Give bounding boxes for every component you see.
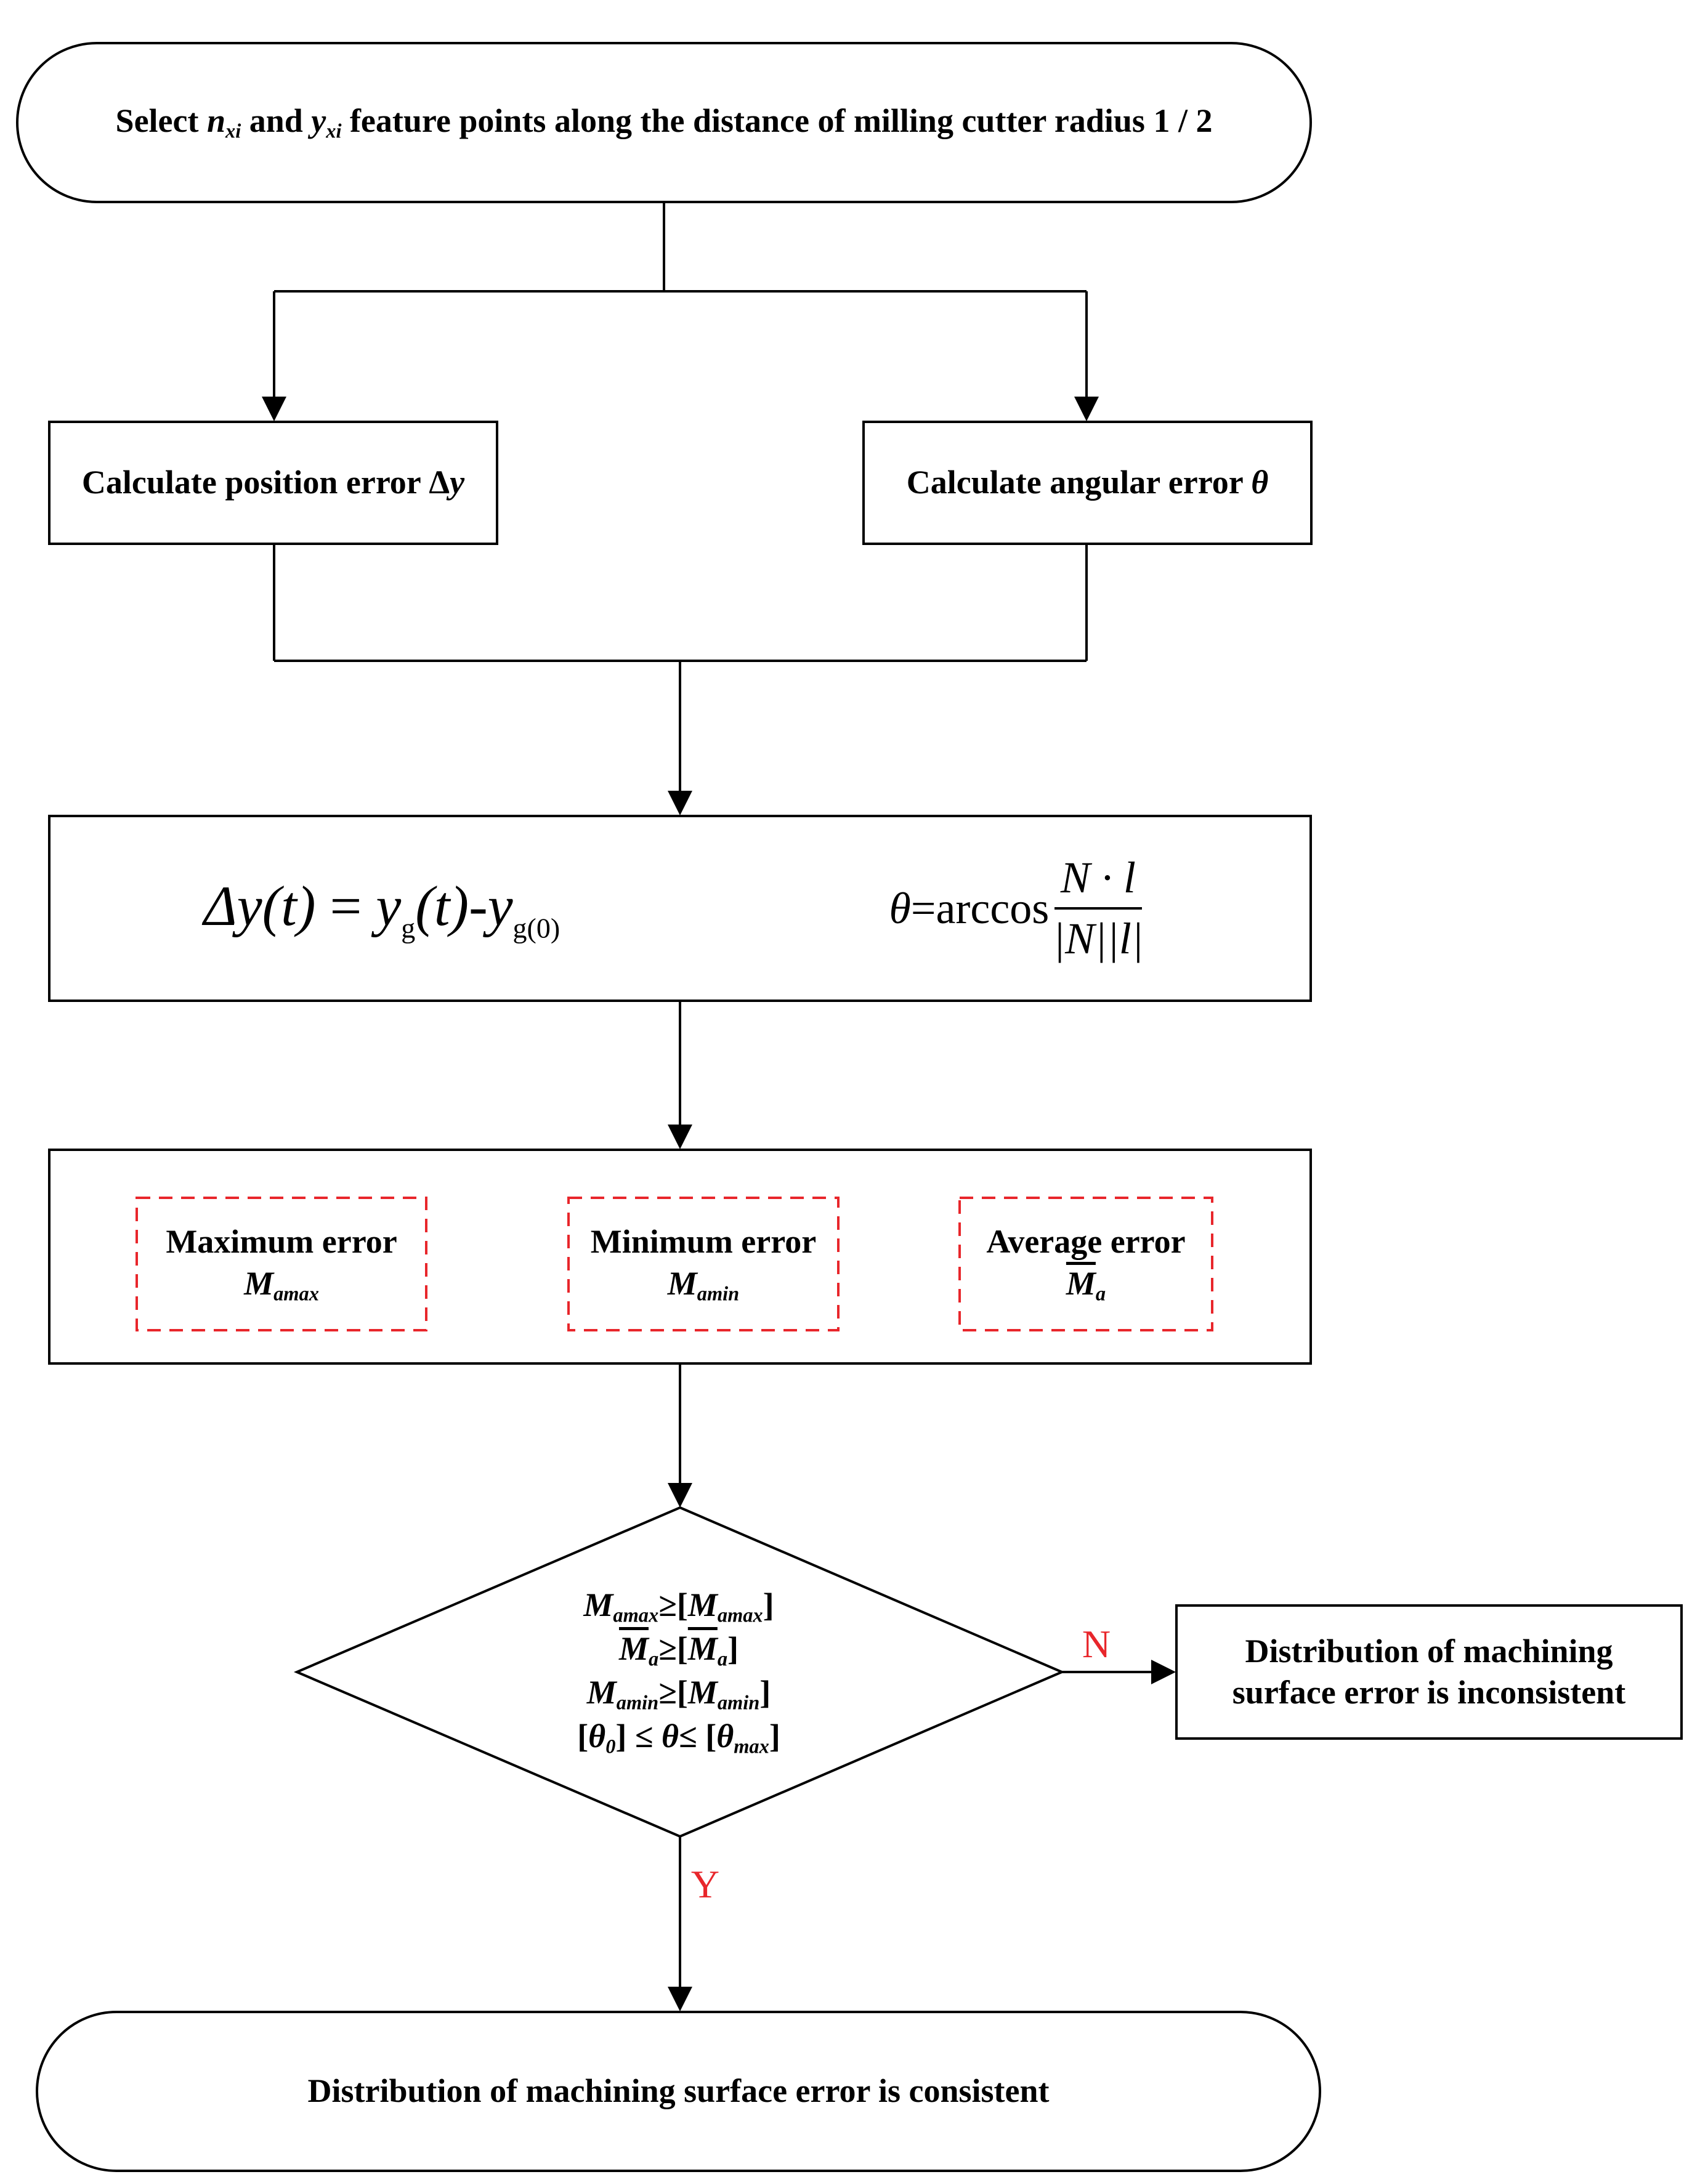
min-error-dashed-box	[567, 1197, 840, 1331]
max-error-title: Maximum error	[166, 1223, 397, 1261]
angular-error-var: θ	[1251, 464, 1269, 501]
cond3-a: M	[586, 1674, 617, 1711]
start-text-mid: and	[241, 102, 312, 140]
end-terminal-shape	[36, 2011, 1321, 2172]
avg-error-title: Average error	[986, 1223, 1186, 1261]
angular-error-formula: θ=arccos N · l |N||l|	[801, 816, 1232, 1001]
max-error-dashed-box	[136, 1197, 427, 1331]
inconsistent-box-shape	[1175, 1604, 1683, 1740]
cond4-b: θ	[716, 1718, 734, 1755]
start-var-y-sub: xi	[326, 121, 342, 143]
cond1-a-sub: amax	[613, 1604, 659, 1627]
formula-minus: -	[469, 874, 488, 937]
no-branch-label: N	[1082, 1622, 1111, 1666]
formula-fraction: N · l |N||l|	[1053, 852, 1143, 964]
formula-delta-y: Δy	[203, 874, 262, 937]
cond3-b: M	[687, 1674, 718, 1711]
formula-equals: =	[315, 874, 376, 937]
avg-error-symbol: M	[1066, 1264, 1096, 1302]
formula-y-g: y	[376, 874, 402, 937]
cond4-mid: θ	[662, 1718, 679, 1755]
position-error-var: y	[450, 464, 465, 501]
position-error-formula: Δy(t) = yg(t)-yg(0)	[111, 816, 653, 1001]
min-error-box: Minimum error Mamin	[569, 1198, 838, 1330]
end-terminal-text: Distribution of machining surface error …	[307, 2072, 1050, 2110]
formula-y-g0: y	[487, 874, 513, 937]
cond4-open: [	[577, 1718, 589, 1755]
min-error-symbol: M	[667, 1264, 697, 1302]
yes-branch-label: Y	[690, 1862, 720, 1906]
start-var-n-sub: xi	[225, 121, 241, 143]
inconsistent-result-box: Distribution of machining surface error …	[1176, 1605, 1682, 1739]
max-error-symbol: M	[244, 1264, 274, 1302]
cond1-a: M	[583, 1586, 613, 1623]
cond1-b-sub: amax	[717, 1604, 763, 1627]
cond2-b-sub: a	[717, 1648, 728, 1671]
min-error-title: Minimum error	[590, 1223, 817, 1261]
formula-arccos: =arccos	[910, 883, 1050, 933]
decision-line-1: Mamax≥[Mamax]	[583, 1585, 774, 1628]
formula-theta: θ	[889, 883, 911, 933]
position-error-label: Calculate position error Δ	[81, 464, 450, 501]
formula-y-g-sub: g	[401, 912, 416, 944]
formula-denominator: |N||l|	[1053, 914, 1144, 963]
min-error-sub: amin	[697, 1283, 740, 1306]
cond1-close: ]	[763, 1586, 774, 1623]
decision-line-2: Ma≥[Ma]	[619, 1628, 739, 1672]
cond2-a-sub: a	[648, 1648, 659, 1671]
formula-y-g0-sub: g(0)	[512, 912, 561, 944]
end-terminal: Distribution of machining surface error …	[37, 2012, 1320, 2171]
cond4-a-sub: 0	[605, 1735, 616, 1758]
position-error-box: Calculate position error Δy	[49, 422, 497, 544]
start-var-y: y	[311, 102, 326, 140]
cond4-op2: ≤ [	[679, 1718, 717, 1755]
cond1-b: M	[687, 1586, 718, 1623]
formula-y-g-arg: (t)	[415, 874, 469, 937]
start-var-n: n	[206, 102, 225, 140]
avg-error-sub: a	[1095, 1283, 1106, 1306]
start-text-suffix: feature points along the distance of mil…	[341, 102, 1213, 140]
max-error-sub: amax	[273, 1283, 319, 1306]
cond2-a: M	[618, 1630, 649, 1667]
decision-line-3: Mamin≥[Mamin]	[587, 1672, 771, 1716]
cond4-close: ]	[769, 1718, 780, 1755]
avg-error-dashed-box	[958, 1197, 1213, 1331]
decision-line-4: [θ0] ≤ θ≤ [θmax]	[577, 1716, 780, 1759]
cond4-b-sub: max	[734, 1735, 769, 1758]
cond2-op: ≥[	[658, 1630, 688, 1667]
cond1-op: ≥[	[658, 1586, 688, 1623]
formula-delta-y-arg: (t)	[262, 874, 316, 937]
cond3-op: ≥[	[658, 1674, 688, 1711]
cond2-b: M	[687, 1630, 718, 1667]
start-terminal: Select nxi and yxi feature points along …	[17, 43, 1311, 202]
inconsistent-line-1: Distribution of machining	[1245, 1632, 1613, 1670]
cond4-op: ] ≤	[615, 1718, 662, 1755]
avg-error-box: Average error Ma	[960, 1198, 1212, 1330]
decision-conditions: Mamax≥[Mamax] Ma≥[Ma] Mamin≥[Mamin] [θ0]…	[482, 1558, 876, 1786]
cond3-close: ]	[759, 1674, 771, 1711]
angular-error-box: Calculate angular error θ	[864, 422, 1311, 544]
cond3-b-sub: amin	[717, 1692, 760, 1715]
cond2-close: ]	[727, 1630, 739, 1667]
angular-error-label: Calculate angular error	[906, 464, 1252, 501]
start-text-prefix: Select	[115, 102, 207, 140]
cond3-a-sub: amin	[616, 1692, 659, 1715]
inconsistent-line-2: surface error is inconsistent	[1232, 1674, 1626, 1711]
max-error-box: Maximum error Mamax	[137, 1198, 426, 1330]
formula-numerator: N · l	[1054, 852, 1142, 910]
cond4-a: θ	[588, 1718, 606, 1755]
